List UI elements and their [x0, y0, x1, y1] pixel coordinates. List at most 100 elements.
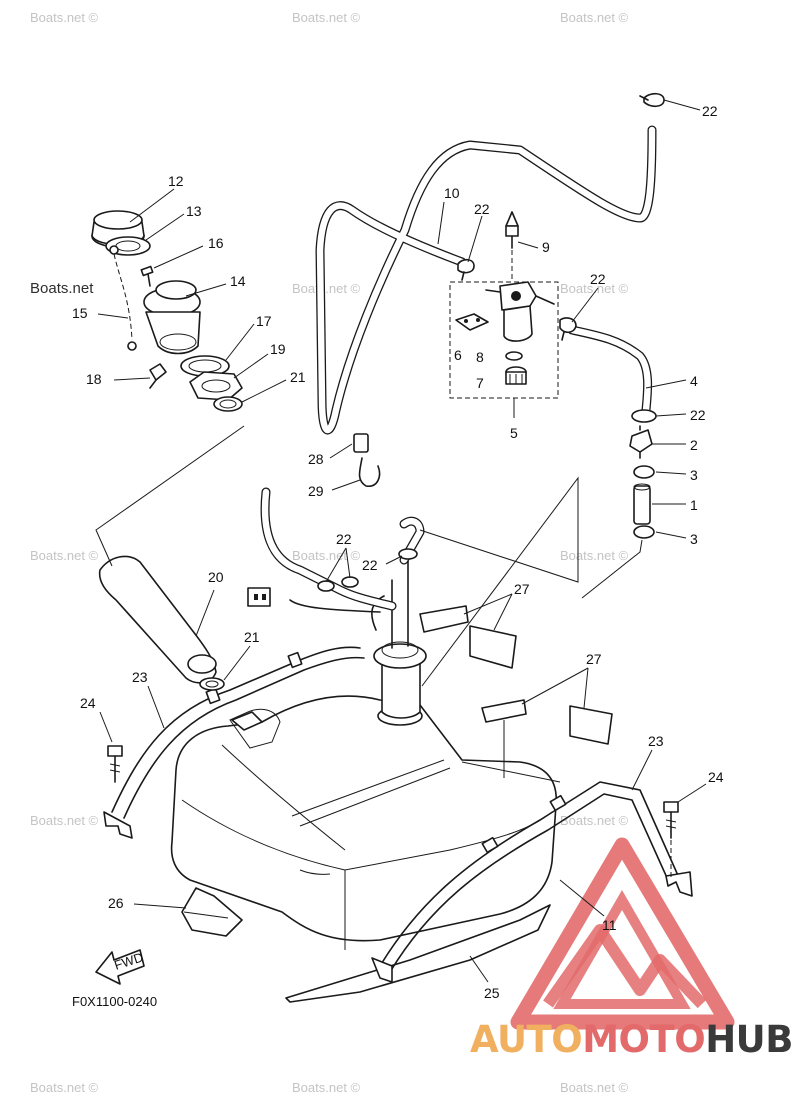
watermark: Boats.net © — [292, 548, 361, 563]
callouts: 12 13 16 14 15 17 19 18 21 10 22 9 22 22… — [72, 103, 724, 1001]
connector-pin — [254, 594, 258, 600]
leader-line — [99, 711, 113, 743]
logo-triangle-inner — [553, 889, 691, 1009]
callout-3: 3 — [690, 531, 698, 547]
routing-line — [419, 476, 579, 687]
leader-line — [655, 531, 687, 539]
nut — [189, 371, 243, 401]
callout-6: 6 — [454, 347, 462, 363]
brand-part-hub: HUB — [705, 1018, 793, 1061]
leader-line — [113, 377, 151, 381]
tank-bump — [229, 708, 281, 749]
watermark: Boats.net © — [560, 813, 629, 828]
leader-line — [233, 353, 269, 379]
callout-9: 9 — [542, 239, 550, 255]
watermark: Boats.net © — [560, 281, 629, 296]
leader-line — [241, 379, 287, 403]
pad — [469, 625, 517, 669]
bolt-thread — [665, 825, 677, 829]
rubber-pad — [285, 904, 551, 1003]
filler-hose-end — [187, 654, 217, 674]
filter-port — [511, 291, 521, 301]
callout-25: 25 — [484, 985, 500, 1001]
logo-triangle-outer — [510, 837, 735, 1030]
leader-line — [145, 213, 185, 241]
breather-valve — [149, 363, 167, 389]
watermark: Boats.net © — [292, 281, 361, 296]
joint-2 — [629, 425, 653, 459]
neck-body — [145, 311, 201, 355]
leader-line — [223, 645, 251, 681]
clip-ear — [461, 271, 465, 281]
callout-23: 23 — [648, 733, 664, 749]
leader-line — [493, 593, 513, 631]
callout-22: 22 — [474, 201, 490, 217]
leader-line — [517, 241, 539, 249]
pipe-1 — [633, 485, 651, 525]
callout-16: 16 — [208, 235, 224, 251]
bolt-head — [505, 225, 519, 237]
leader-line — [463, 593, 513, 615]
leader-line — [655, 413, 687, 417]
leader-line — [571, 287, 599, 323]
clip-ear — [561, 331, 565, 341]
fuel-tank — [170, 695, 558, 950]
joint-body — [629, 429, 653, 453]
bolt-thread — [109, 763, 121, 767]
brand-part-moto: MOTO — [582, 1018, 705, 1061]
filter-bowl — [503, 305, 533, 342]
sender-flange — [373, 643, 427, 669]
clamp-21-lower — [199, 677, 225, 691]
filter-bracket — [455, 313, 489, 331]
connector-pin — [262, 594, 266, 600]
strap-right-hook — [665, 871, 693, 897]
leader-line — [133, 903, 187, 909]
filter-inlet — [485, 289, 501, 293]
neck-top — [155, 280, 197, 300]
sender-wire — [371, 595, 385, 631]
filter-o-ring — [505, 351, 523, 361]
leader-lines — [97, 99, 707, 983]
callout-4: 4 — [690, 373, 698, 389]
fuel-pipe — [399, 516, 425, 565]
callout-7: 7 — [476, 375, 484, 391]
strap-right-edge — [389, 793, 669, 973]
leader-line — [195, 589, 215, 637]
strap-right-lower-hook — [371, 957, 393, 983]
leader-line — [677, 783, 707, 803]
neck-bottom — [159, 333, 197, 351]
leader-line — [631, 749, 653, 791]
pad — [419, 605, 469, 633]
clamp-21-upper — [213, 396, 243, 412]
bolt-thread — [109, 769, 121, 773]
holder-28 — [353, 433, 369, 453]
callout-22: 22 — [590, 271, 606, 287]
strap-left-clip — [205, 687, 221, 705]
clamp-inner — [205, 680, 219, 688]
callout-14: 14 — [230, 273, 246, 289]
leader-line — [663, 99, 701, 111]
routing-line — [581, 539, 643, 599]
guide-line — [95, 425, 245, 567]
filter-element — [505, 366, 527, 385]
diagram-code: F0X1100-0240 — [72, 994, 157, 1009]
watermark: Boats.net © — [560, 548, 629, 563]
clip-22-harness — [341, 576, 359, 588]
watermark: Boats.net © — [560, 10, 629, 25]
leader-line — [467, 215, 483, 263]
callout-22: 22 — [362, 557, 378, 573]
callout-21: 21 — [290, 369, 306, 385]
callout-5: 5 — [510, 425, 518, 441]
callout-23: 23 — [132, 669, 148, 685]
fuel-hose-inner — [568, 326, 651, 414]
callout-27: 27 — [514, 581, 530, 597]
watermark: Boats.net © — [30, 548, 99, 563]
sender-top — [381, 641, 419, 659]
clip-ear — [639, 95, 649, 101]
callout-15: 15 — [72, 305, 88, 321]
pipe-1-top — [633, 483, 651, 491]
watermark: Boats.net © — [30, 813, 99, 828]
bolt-left — [107, 745, 123, 783]
